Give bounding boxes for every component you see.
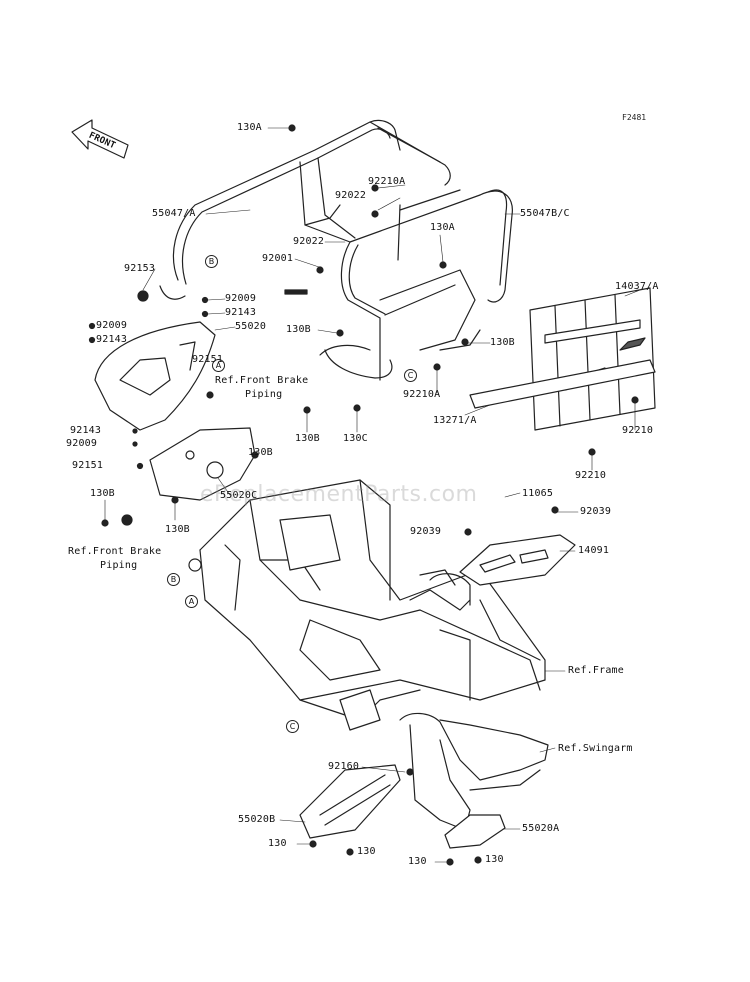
part-label-92039-a: 92039 (580, 506, 612, 517)
part-label-92143-b: 92143 (96, 334, 128, 345)
part-label-130a-top: 130A (237, 122, 262, 133)
part-label-92039-b: 92039 (410, 526, 442, 537)
part-label-11065: 11065 (522, 488, 554, 499)
ref-swingarm: Ref.Swingarm (558, 743, 633, 754)
part-label-92160: 92160 (328, 761, 360, 772)
part-label-92210-a: 92210 (622, 425, 654, 436)
part-label-55047bc: 55047B/C (520, 208, 570, 219)
part-label-55020b: 55020B (238, 814, 276, 825)
marker-a-frame: A (185, 595, 198, 608)
part-label-130a-mid: 130A (430, 222, 455, 233)
skid-plate-14091 (459, 534, 576, 586)
part-label-130b-d: 130B (248, 447, 273, 458)
part-label-92143-c: 92143 (70, 425, 102, 436)
ref-front-brake-1: Ref.Front Brake (215, 375, 309, 386)
front-arrow-icon (71, 119, 129, 159)
part-label-92210-b: 92210 (575, 470, 607, 481)
part-label-92151-a: 92151 (192, 354, 224, 365)
marker-c-top: C (404, 369, 417, 382)
ref-frame: Ref.Frame (568, 665, 624, 676)
watermark: eReplacementParts.com (200, 482, 478, 507)
part-label-55047a: 55047/A (152, 208, 196, 219)
part-label-92210a-top: 92210A (368, 176, 406, 187)
part-label-92022-top: 92022 (335, 190, 367, 201)
front-guard-55020 (94, 321, 216, 431)
part-label-130b-e: 130B (90, 488, 115, 499)
part-label-130b-b: 130B (490, 337, 515, 348)
part-label-130b-c: 130B (295, 433, 320, 444)
part-label-92009-b: 92009 (96, 320, 128, 331)
ref-piping-2: Piping (100, 560, 138, 571)
part-label-55020: 55020 (235, 321, 267, 332)
part-label-92001: 92001 (262, 253, 294, 264)
marker-c-frame: C (286, 720, 299, 733)
main-frame (188, 479, 546, 731)
part-label-130-a: 130 (268, 838, 287, 849)
ref-front-brake-2: Ref.Front Brake (68, 546, 162, 557)
part-label-130-d: 130 (485, 854, 504, 865)
leader-lines (104, 127, 641, 863)
part-label-130-c: 130 (408, 856, 427, 867)
part-label-92153: 92153 (124, 263, 156, 274)
part-label-130-b: 130 (357, 846, 376, 857)
marker-b-frame: B (167, 573, 180, 586)
part-label-92151-b: 92151 (72, 460, 104, 471)
marker-b-top: B (205, 255, 218, 268)
part-label-92210a-mid: 92210A (403, 389, 441, 400)
lower-skid-55020b (299, 764, 401, 839)
part-label-55020c: 55020C (220, 490, 258, 501)
figure-code: F2481 (622, 113, 647, 122)
part-label-14091: 14091 (578, 545, 610, 556)
part-label-14037a: 14037/A (615, 281, 659, 292)
part-label-92143-a: 92143 (225, 307, 257, 318)
plate-55020a (444, 814, 506, 849)
strip-13271 (469, 359, 656, 409)
part-label-92009-c: 92009 (66, 438, 98, 449)
lower-guard-55020c (149, 427, 256, 501)
roll-cage-frame (159, 119, 513, 381)
ref-piping-1: Piping (245, 389, 283, 400)
part-label-130b-a: 130B (286, 324, 311, 335)
part-label-92009-a: 92009 (225, 293, 257, 304)
part-label-55020a: 55020A (522, 823, 560, 834)
marker-a-top: A (212, 359, 225, 372)
part-label-130b-f: 130B (165, 524, 190, 535)
part-label-13271a: 13271/A (433, 415, 477, 426)
part-label-92022-mid: 92022 (293, 236, 325, 247)
rack-panel-14037 (529, 287, 656, 431)
swingarm (399, 712, 549, 831)
part-label-130c: 130C (343, 433, 368, 444)
